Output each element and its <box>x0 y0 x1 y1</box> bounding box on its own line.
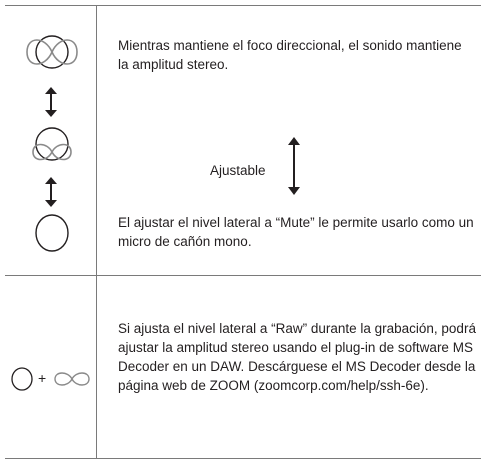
figure-eight-with-large-circle-icon <box>26 35 78 69</box>
up-down-arrow-icon <box>45 87 57 117</box>
plus-sign: + <box>38 370 47 386</box>
up-down-arrow-icon <box>45 177 57 207</box>
up-down-arrow-icon <box>288 137 300 195</box>
circle-icon <box>35 214 69 252</box>
adjustable-label: Ajustable <box>210 163 266 178</box>
table-bottom-border <box>5 458 481 459</box>
circle-icon <box>11 367 33 391</box>
row-divider <box>5 275 481 276</box>
column-divider <box>96 5 97 458</box>
row1-top-text: Mientras mantiene el foco direccional, e… <box>118 38 462 72</box>
figure-eight-with-small-circle-icon <box>32 127 72 161</box>
row1-bottom-text: El ajustar el nivel lateral a “Mute” le … <box>118 215 474 249</box>
figure-eight-icon <box>54 372 90 386</box>
table-top-border <box>5 5 481 6</box>
polar-pattern-table: Mientras mantiene el foco direccional, e… <box>5 5 481 459</box>
row2-text: Si ajusta el nivel lateral a “Raw” duran… <box>118 321 476 393</box>
